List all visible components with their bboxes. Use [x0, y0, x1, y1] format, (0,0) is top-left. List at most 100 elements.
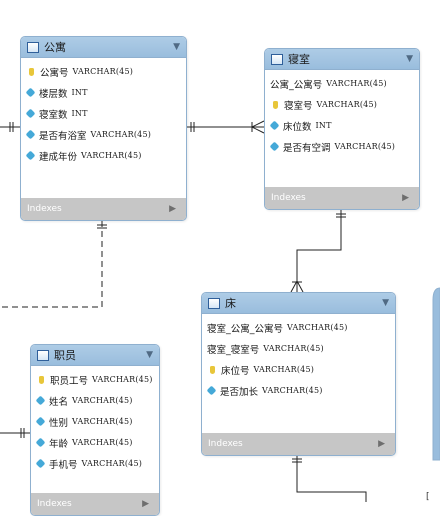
column-type: VARCHAR(45) [316, 100, 378, 109]
column-name: 手机号 [49, 459, 78, 471]
table-header[interactable]: 床 ▼ [202, 293, 395, 314]
column-name: 寝室数 [39, 109, 68, 121]
table-icon [27, 41, 39, 53]
expand-arrow-icon[interactable]: ▶ [142, 499, 149, 509]
column-type: VARCHAR(45) [81, 151, 142, 160]
column-type: VARCHAR(45) [90, 130, 152, 139]
column-type: VARCHAR(45) [92, 375, 153, 384]
expand-arrow-icon[interactable]: ▶ [402, 193, 409, 203]
column-name: 公寓号 [40, 67, 69, 79]
column-type: VARCHAR(45) [81, 459, 143, 468]
column-name: 床位数 [283, 121, 312, 133]
column-name: 公寓_公寓号 [270, 79, 323, 91]
svg-text:[: [ [426, 492, 430, 502]
rel-chuang-down [292, 455, 367, 502]
table-icon [37, 349, 49, 361]
indexes-bar[interactable]: Indexes ▶ [202, 433, 395, 455]
column-type: INT [71, 88, 88, 97]
column-type: VARCHAR(45) [263, 344, 324, 353]
table-title: 职员 [54, 349, 76, 362]
indexes-bar[interactable]: Indexes ▶ [21, 198, 186, 220]
column-name: 寝室_寝室号 [207, 344, 260, 356]
column-icon [25, 87, 36, 98]
table-icon [208, 297, 220, 309]
collapse-arrow-icon[interactable]: ▼ [173, 42, 180, 52]
column-type: VARCHAR(45) [72, 438, 133, 447]
column-icon [35, 437, 46, 448]
column-icon [269, 141, 280, 152]
rel-gongyu-qinshi [186, 120, 265, 134]
column-type: VARCHAR(45) [72, 396, 133, 405]
column-name: 寝室号 [284, 100, 313, 112]
column-name: 是否有空调 [283, 142, 331, 154]
column-type: VARCHAR(45) [72, 417, 133, 426]
key-icon [273, 100, 278, 109]
expand-arrow-icon[interactable]: ▶ [378, 439, 385, 449]
column-name: 是否加长 [220, 386, 259, 398]
collapse-arrow-icon[interactable]: ▼ [382, 298, 389, 308]
column-name: 职员工号 [50, 375, 89, 387]
key-icon [39, 375, 44, 384]
column-icon [35, 395, 46, 406]
column-name: 楼层数 [39, 88, 68, 100]
indexes-bar[interactable]: Indexes ▶ [265, 187, 419, 209]
column-name: 是否有浴室 [39, 130, 87, 142]
column-name: 性别 [49, 417, 69, 429]
table-header[interactable]: 职员 ▼ [31, 345, 159, 366]
table-title: 公寓 [44, 41, 66, 54]
rel-gongyu-dashed [0, 221, 107, 308]
column-type: VARCHAR(45) [287, 323, 348, 332]
column-type: INT [71, 109, 88, 118]
collapse-arrow-icon[interactable]: ▼ [406, 54, 413, 64]
indexes-label: Indexes [271, 193, 306, 203]
column-icon [25, 129, 36, 140]
partial-table-edge [432, 287, 440, 461]
table-header[interactable]: 公寓 ▼ [21, 37, 186, 58]
table-header[interactable]: 寝室 ▼ [265, 49, 419, 70]
table-icon [271, 53, 283, 65]
column-type: VARCHAR(45) [334, 142, 396, 151]
column-name: 年龄 [49, 438, 69, 450]
column-icon [25, 108, 36, 119]
indexes-label: Indexes [37, 499, 72, 509]
table-title: 寝室 [288, 53, 310, 66]
column-type: VARCHAR(45) [253, 365, 315, 374]
key-icon [29, 67, 34, 76]
table-title: 床 [225, 297, 236, 310]
column-type: VARCHAR(45) [72, 67, 134, 76]
indexes-bar[interactable]: Indexes ▶ [31, 493, 159, 515]
column-icon [25, 150, 36, 161]
rel-qinshi-chuang [290, 209, 346, 293]
column-icon [35, 416, 46, 427]
column-type: INT [315, 121, 332, 130]
column-type: VARCHAR(45) [262, 386, 323, 395]
collapse-arrow-icon[interactable]: ▼ [146, 350, 153, 360]
expand-arrow-icon[interactable]: ▶ [169, 204, 176, 214]
column-type: VARCHAR(45) [326, 79, 387, 88]
column-name: 姓名 [49, 396, 69, 408]
relationship-lines: [ [0, 120, 440, 502]
column-icon [35, 458, 46, 469]
